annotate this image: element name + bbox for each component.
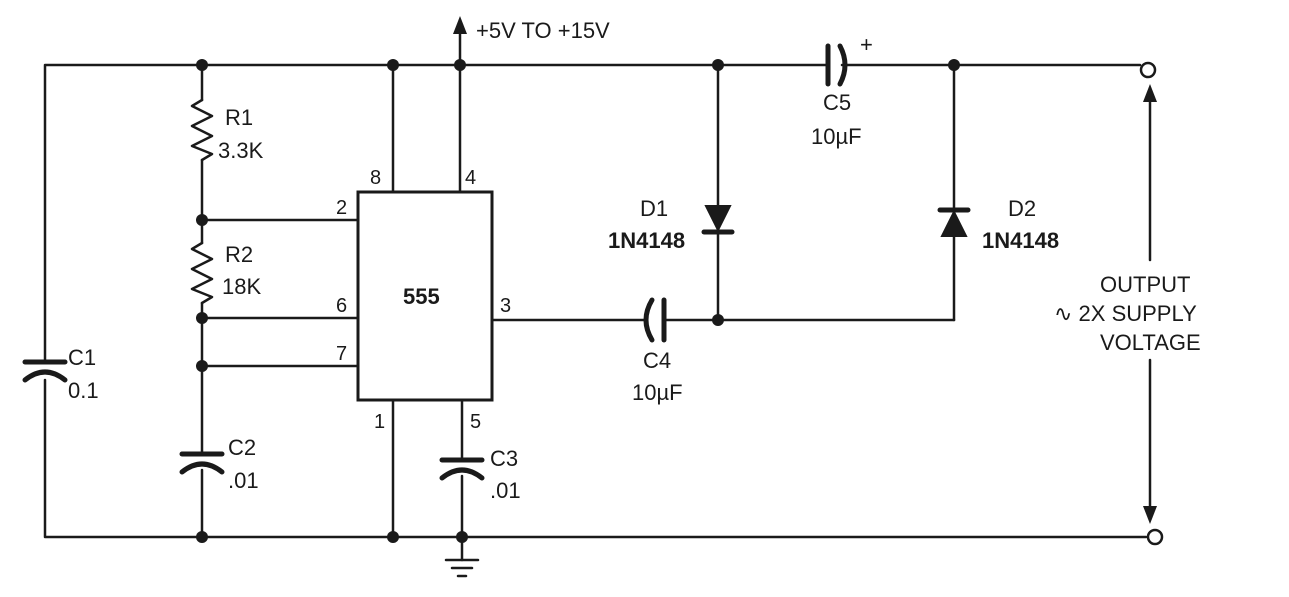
capacitor-c2: [179, 451, 225, 475]
capacitor-c5: [825, 43, 848, 87]
pin-8-label: 8: [370, 167, 381, 189]
c1-value: 0.1: [68, 378, 99, 403]
diode-d2: [937, 63, 971, 322]
c1-ref: C1: [68, 345, 96, 370]
output-terminals: [1139, 61, 1164, 546]
c3-value: .01: [490, 478, 521, 503]
output-terminal-top: [1139, 61, 1157, 79]
output-label-line3: VOLTAGE: [1100, 330, 1201, 355]
c2-ref: C2: [228, 435, 256, 460]
supply-arrow: [453, 16, 467, 67]
r2-ref: R2: [225, 242, 253, 267]
r1-value: 3.3K: [218, 138, 264, 163]
d2-value: 1N4148: [982, 228, 1059, 253]
pin-1-label: 1: [374, 411, 385, 433]
capacitor-c1: [22, 359, 68, 383]
d1-ref: D1: [640, 196, 668, 221]
junction-dots: [196, 59, 960, 543]
c5-value: 10µF: [811, 124, 862, 149]
d1-value: 1N4148: [608, 228, 685, 253]
ic-555: [356, 190, 494, 402]
capacitor-c3: [439, 457, 485, 481]
output-voltage-arrow: [1143, 84, 1157, 524]
capacitor-c4: [643, 297, 667, 343]
output-terminal-bottom: [1146, 528, 1164, 546]
pin-3-label: 3: [500, 295, 511, 317]
pin-7-label: 7: [336, 343, 347, 365]
resistor-r2: [190, 241, 214, 305]
r1-ref: R1: [225, 105, 253, 130]
pin-4-label: 4: [465, 167, 476, 189]
c3-ref: C3: [490, 446, 518, 471]
supply-label: +5V TO +15V: [476, 18, 610, 43]
c5-ref: C5: [823, 90, 851, 115]
pin-6-label: 6: [336, 295, 347, 317]
pin-2-label: 2: [336, 197, 347, 219]
c4-ref: C4: [643, 348, 671, 373]
pin-5-label: 5: [470, 411, 481, 433]
pin-wires: [200, 63, 647, 539]
c4-value: 10µF: [632, 380, 683, 405]
diode-d1: [701, 63, 735, 322]
c2-value: .01: [228, 468, 259, 493]
bottom-rail-wire: [43, 378, 1148, 539]
d2-ref: D2: [1008, 196, 1036, 221]
top-rail-wire: [43, 63, 1142, 362]
output-label-line1: OUTPUT: [1100, 272, 1190, 297]
output-label-line2: ∿ 2X SUPPLY: [1054, 301, 1197, 326]
ic-label: 555: [403, 284, 440, 309]
c5-polarity: +: [860, 32, 873, 57]
resistor-r1: [190, 98, 214, 162]
r2-value: 18K: [222, 274, 261, 299]
